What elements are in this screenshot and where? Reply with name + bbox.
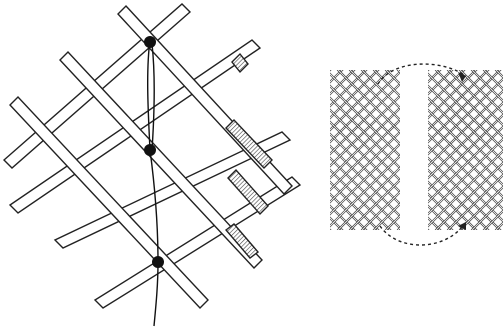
mesh-strand bbox=[398, 0, 503, 230]
woven-panel-left bbox=[170, 0, 503, 300]
mesh-strand bbox=[206, 0, 436, 230]
mesh-strand bbox=[398, 0, 503, 230]
mesh-strand bbox=[194, 0, 424, 230]
knot bbox=[144, 36, 156, 48]
mesh-strand bbox=[194, 0, 424, 230]
mesh-strand bbox=[470, 70, 503, 300]
mesh-strand bbox=[170, 0, 400, 230]
mesh-strand bbox=[206, 0, 436, 230]
mesh-strand bbox=[170, 0, 400, 230]
mesh-strand bbox=[398, 70, 503, 300]
mesh-strand bbox=[400, 0, 503, 230]
mesh-strand bbox=[194, 70, 424, 300]
mesh-strand bbox=[398, 70, 503, 300]
bamboo-lattice-panel bbox=[4, 4, 300, 326]
mesh-strand bbox=[470, 70, 503, 300]
rod bbox=[10, 97, 208, 308]
mesh-strand bbox=[400, 0, 503, 230]
knot bbox=[152, 256, 164, 268]
mesh-strand bbox=[194, 70, 424, 300]
lashing-cord bbox=[148, 40, 158, 326]
woven-panels-diagram bbox=[170, 0, 503, 305]
mesh-strand bbox=[470, 0, 503, 230]
mesh-strand bbox=[470, 0, 503, 230]
knot bbox=[144, 144, 156, 156]
lashing-cord bbox=[152, 44, 154, 150]
